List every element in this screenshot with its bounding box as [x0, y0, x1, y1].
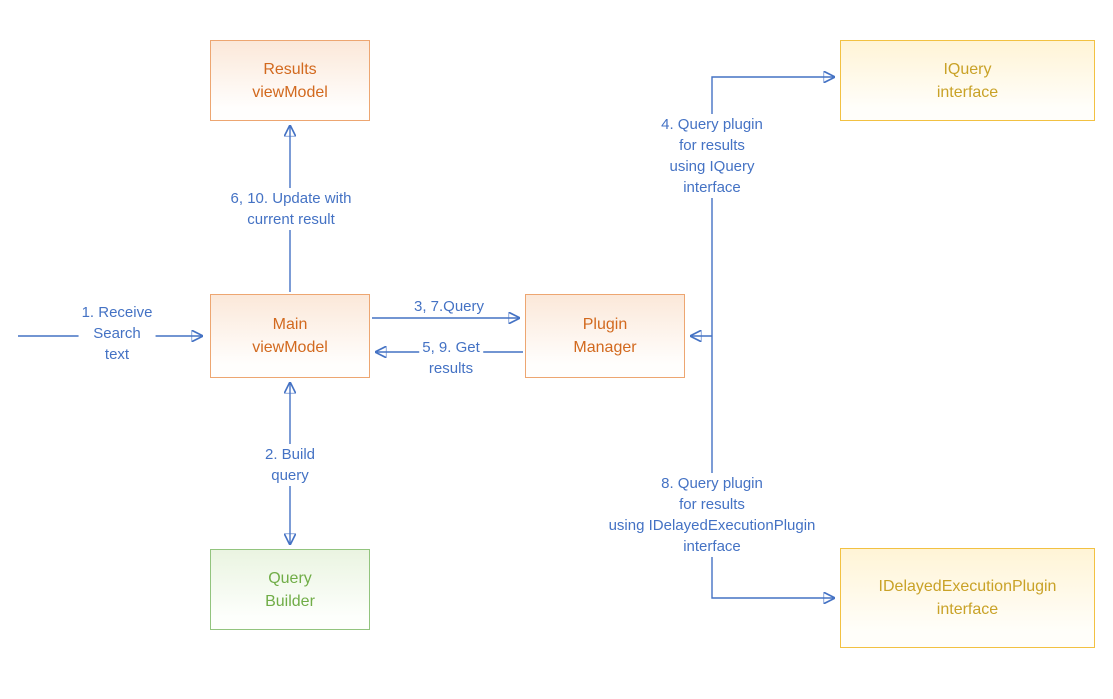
node-main-viewmodel-label: Main viewModel — [252, 316, 328, 356]
node-main-viewmodel: Main viewModel — [210, 294, 370, 378]
node-results-viewmodel: Results viewModel — [210, 40, 370, 121]
label-receive-search-text: 1. Receive Search text — [78, 302, 156, 365]
node-idelayedexecutionplugin-interface: IDelayedExecutionPlugin interface — [840, 548, 1095, 648]
node-results-viewmodel-label: Results viewModel — [252, 60, 328, 101]
node-plugin-manager: Plugin Manager — [525, 294, 685, 378]
label-query-plugin-idelayed: 8. Query plugin for results using IDelay… — [605, 473, 819, 557]
connector-plugin-to-iquery — [711, 77, 834, 336]
label-build-query: 2. Build query — [261, 444, 319, 486]
label-update-with-current-result: 6, 10. Update with current result — [227, 188, 355, 230]
node-query-builder-label: Query Builder — [265, 569, 315, 610]
node-idelayedexecutionplugin-interface-label: IDelayedExecutionPlugin interface — [878, 578, 1057, 618]
node-query-builder: Query Builder — [210, 549, 370, 630]
node-iquery-interface: IQuery interface — [840, 40, 1095, 121]
connector-plugin-to-idelayed — [711, 336, 834, 598]
label-query-plugin-iquery: 4. Query plugin for results using IQuery… — [658, 114, 766, 198]
node-iquery-interface-label: IQuery interface — [936, 60, 999, 101]
node-plugin-manager-label: Plugin Manager — [573, 316, 637, 356]
label-query: 3, 7.Query — [410, 296, 488, 317]
label-get-results: 5, 9. Get results — [419, 337, 483, 379]
